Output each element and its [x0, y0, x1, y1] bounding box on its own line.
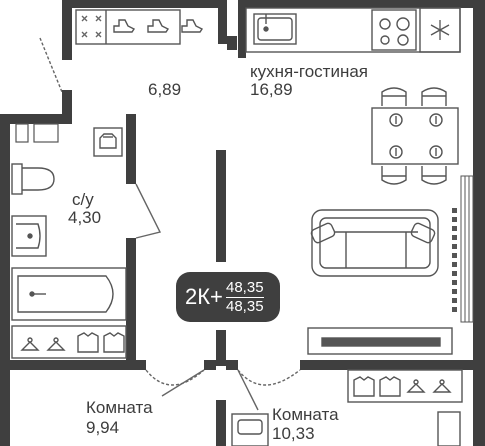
living-area: 48,35: [226, 279, 264, 298]
bathtub-icon: [11, 267, 127, 321]
door-room2: [237, 369, 301, 411]
wardrobe-left: [11, 325, 127, 359]
hanger-icon: [46, 337, 66, 351]
shirt-icon: [77, 332, 99, 353]
shoe-rack: [75, 9, 204, 45]
total-area: 48,35: [226, 298, 264, 315]
kitchen-area: 16,89: [250, 80, 293, 99]
window: [460, 175, 474, 323]
cross-marks: [81, 15, 102, 38]
area-fraction: 48,35 48,35: [226, 279, 264, 315]
kitchen-counter: [245, 7, 461, 53]
sink-icon: [253, 13, 297, 45]
fridge: [419, 7, 461, 53]
washing-machine-icon: [93, 127, 123, 157]
entrance-door: [39, 37, 63, 93]
wardrobe-right: [347, 369, 463, 403]
shirt-icon: [353, 376, 375, 397]
shoe-icon: [113, 19, 136, 33]
shoe-icon: [147, 19, 170, 33]
chair-icon: [381, 166, 407, 185]
chair-icon: [421, 87, 447, 106]
hall-area: 6,89: [148, 80, 182, 99]
shoe-icon: [181, 19, 204, 33]
hanger-icon: [406, 379, 426, 393]
tv-icon: [307, 327, 453, 355]
bath-name: с/у: [72, 190, 94, 209]
snowflake-icon: [430, 20, 450, 40]
plate: [389, 113, 443, 159]
toilet-icon: [11, 163, 55, 195]
apartment-type: 2К+: [185, 284, 223, 309]
sofa-icon: [310, 209, 439, 277]
shirt-icon: [103, 332, 125, 353]
bed: [231, 411, 461, 446]
shirt-icon: [379, 376, 401, 397]
stove-icon: [371, 9, 417, 51]
room1-name: Комната: [86, 398, 153, 417]
bathroom-door: [135, 183, 162, 239]
kitchen-name: кухня-гостиная: [250, 62, 368, 81]
room2-name: Комната: [272, 405, 339, 424]
bath-area: 4,30: [68, 208, 102, 227]
dining-table-icon: [371, 87, 459, 185]
hanger-icon: [432, 379, 452, 393]
door-room1: [145, 369, 205, 397]
radiator: [452, 208, 457, 312]
hanger-icon: [20, 337, 40, 351]
room2-area: 10,33: [272, 424, 315, 443]
room1-area: 9,94: [86, 418, 120, 437]
washbasin: [11, 215, 47, 257]
chair-icon: [421, 166, 447, 185]
apartment-area-badge: 2К+ 48,35 48,35: [176, 272, 280, 322]
chair-icon: [381, 87, 407, 106]
